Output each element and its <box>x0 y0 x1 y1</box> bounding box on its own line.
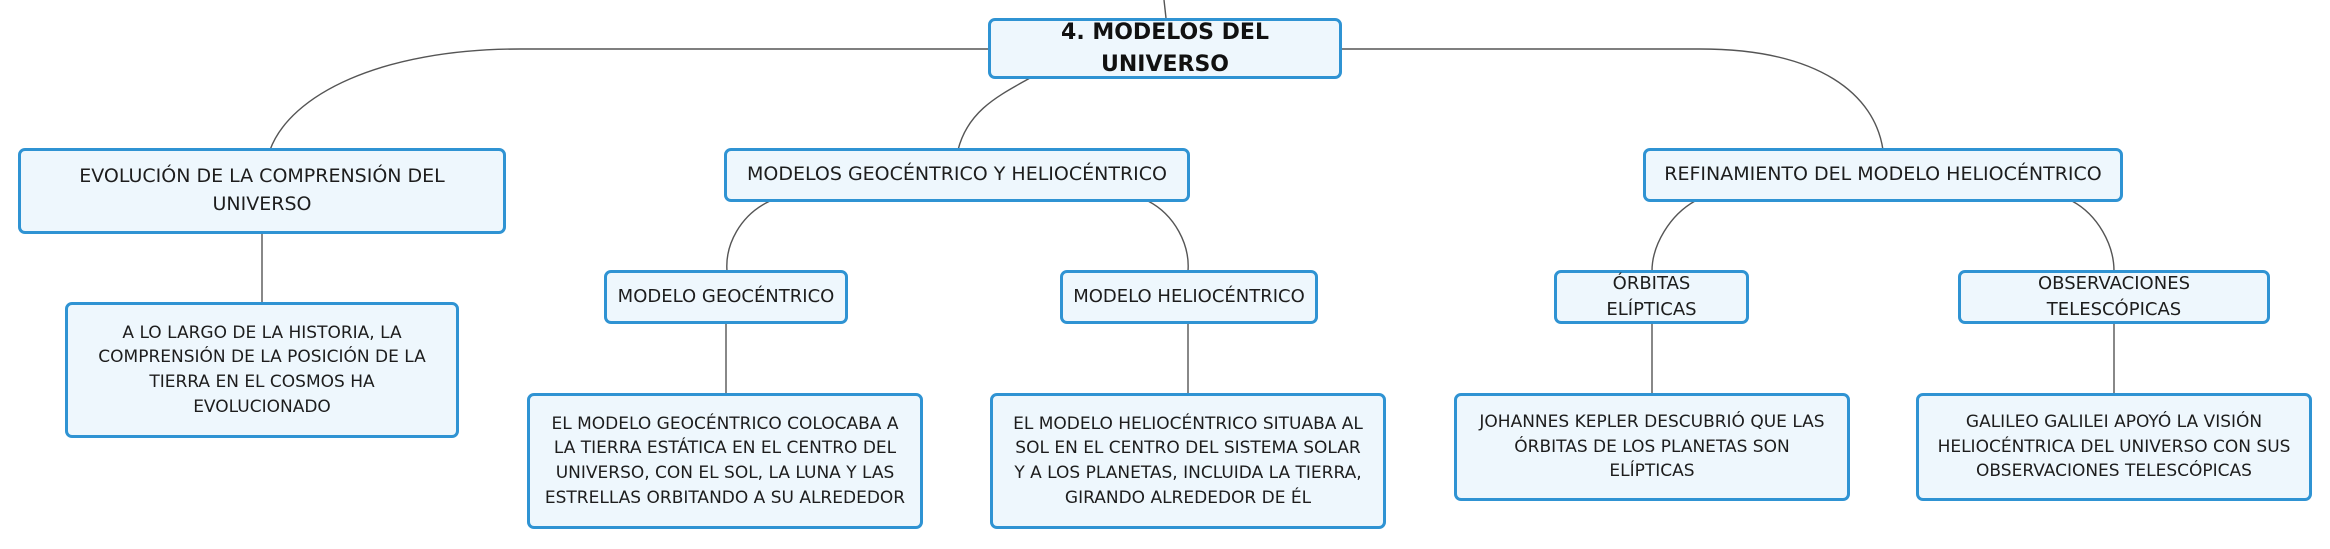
detail-heliocentrico-text: EL MODELO HELIOCÉNTRICO SITUABA AL SOL E… <box>1013 413 1363 508</box>
detail-observaciones[interactable]: GALILEO GALILEI APOYÓ LA VISIÓN HELIOCÉN… <box>1916 393 2312 501</box>
detail-geocentrico-text: EL MODELO GEOCÉNTRICO COLOCABA A LA TIER… <box>544 413 906 508</box>
connector-modelos-helio <box>1147 200 1189 272</box>
branch-modelos[interactable]: MODELOS GEOCÉNTRICO Y HELIOCÉNTRICO <box>724 148 1190 202</box>
connector-root-parent <box>1163 0 1167 19</box>
sub-heliocentrico-label: MODELO HELIOCÉNTRICO <box>1073 285 1305 307</box>
detail-evolucion[interactable]: A LO LARGO DE LA HISTORIA, LA COMPRENSIÓ… <box>65 302 459 438</box>
sub-orbitas[interactable]: ÓRBITAS ELÍPTICAS <box>1554 270 1749 324</box>
detail-orbitas-text: JOHANNES KEPLER DESCUBRIÓ QUE LAS ÓRBITA… <box>1479 412 1825 482</box>
sub-orbitas-label: ÓRBITAS ELÍPTICAS <box>1606 272 1697 320</box>
connector-root-modelos <box>957 77 1031 151</box>
connector-modelos-geo <box>726 200 771 272</box>
sub-geocentrico-label: MODELO GEOCÉNTRICO <box>617 285 835 307</box>
detail-geocentrico[interactable]: EL MODELO GEOCÉNTRICO COLOCABA A LA TIER… <box>527 393 923 529</box>
branch-refinamiento[interactable]: REFINAMIENTO DEL MODELO HELIOCÉNTRICO <box>1643 148 2123 202</box>
connector-refinamiento-orbitas <box>1651 200 1696 272</box>
connector-root-refinamiento <box>1340 48 1884 151</box>
sub-observaciones-label: OBSERVACIONES TELESCÓPICAS <box>2038 272 2190 320</box>
connector-refinamiento-observaciones <box>2071 200 2115 272</box>
detail-evolucion-text: A LO LARGO DE LA HISTORIA, LA COMPRENSIÓ… <box>98 322 426 417</box>
branch-refinamiento-label: REFINAMIENTO DEL MODELO HELIOCÉNTRICO <box>1664 163 2102 186</box>
branch-evolucion[interactable]: EVOLUCIÓN DE LA COMPRENSIÓN DEL UNIVERSO <box>18 148 506 234</box>
detail-orbitas[interactable]: JOHANNES KEPLER DESCUBRIÓ QUE LAS ÓRBITA… <box>1454 393 1850 501</box>
root-title: 4. MODELOS DEL UNIVERSO <box>1061 19 1269 77</box>
sub-observaciones[interactable]: OBSERVACIONES TELESCÓPICAS <box>1958 270 2270 324</box>
branch-modelos-label: MODELOS GEOCÉNTRICO Y HELIOCÉNTRICO <box>747 163 1167 186</box>
branch-evolucion-label: EVOLUCIÓN DE LA COMPRENSIÓN DEL UNIVERSO <box>79 165 445 215</box>
root-node[interactable]: 4. MODELOS DEL UNIVERSO <box>988 18 1342 79</box>
sub-geocentrico[interactable]: MODELO GEOCÉNTRICO <box>604 270 848 324</box>
connector-root-evolucion <box>269 48 990 151</box>
detail-heliocentrico[interactable]: EL MODELO HELIOCÉNTRICO SITUABA AL SOL E… <box>990 393 1386 529</box>
sub-heliocentrico[interactable]: MODELO HELIOCÉNTRICO <box>1060 270 1318 324</box>
detail-observaciones-text: GALILEO GALILEI APOYÓ LA VISIÓN HELIOCÉN… <box>1937 412 2291 482</box>
